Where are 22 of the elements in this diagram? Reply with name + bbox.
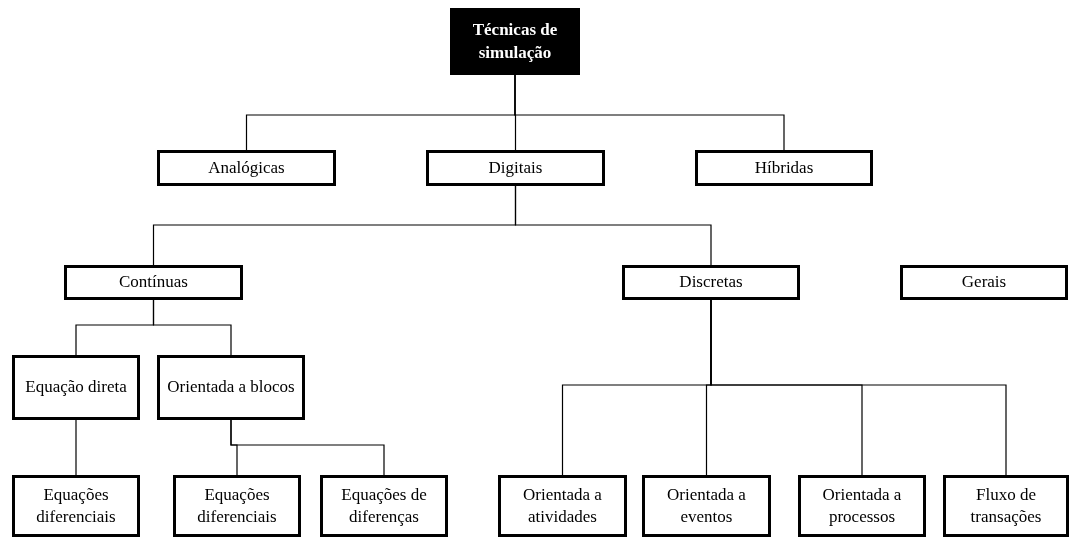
connector-line bbox=[75, 419, 77, 476]
category-box: Equação direta bbox=[12, 355, 140, 420]
category-box: Orientada a eventos bbox=[642, 475, 771, 537]
category-box: Equações de diferenças bbox=[320, 475, 448, 537]
category-box: Orientada a blocos bbox=[157, 355, 305, 420]
connector-line bbox=[514, 185, 712, 266]
connector-line bbox=[710, 299, 1007, 476]
category-box: Híbridas bbox=[695, 150, 873, 186]
connector-line bbox=[152, 299, 232, 356]
category-box: Orientada a atividades bbox=[498, 475, 627, 537]
category-box: Equações diferenciais bbox=[12, 475, 140, 537]
category-box: Contínuas bbox=[64, 265, 243, 300]
category-box: Fluxo de transações bbox=[943, 475, 1069, 537]
category-box: Discretas bbox=[622, 265, 800, 300]
root-box: Técnicas de simulação bbox=[450, 8, 580, 75]
category-box: Equações diferenciais bbox=[173, 475, 301, 537]
connector-line bbox=[230, 419, 385, 476]
category-box: Orientada a processos bbox=[798, 475, 926, 537]
category-box: Analógicas bbox=[157, 150, 336, 186]
connector-line bbox=[514, 74, 785, 151]
category-box: Gerais bbox=[900, 265, 1068, 300]
category-box: Digitais bbox=[426, 150, 605, 186]
